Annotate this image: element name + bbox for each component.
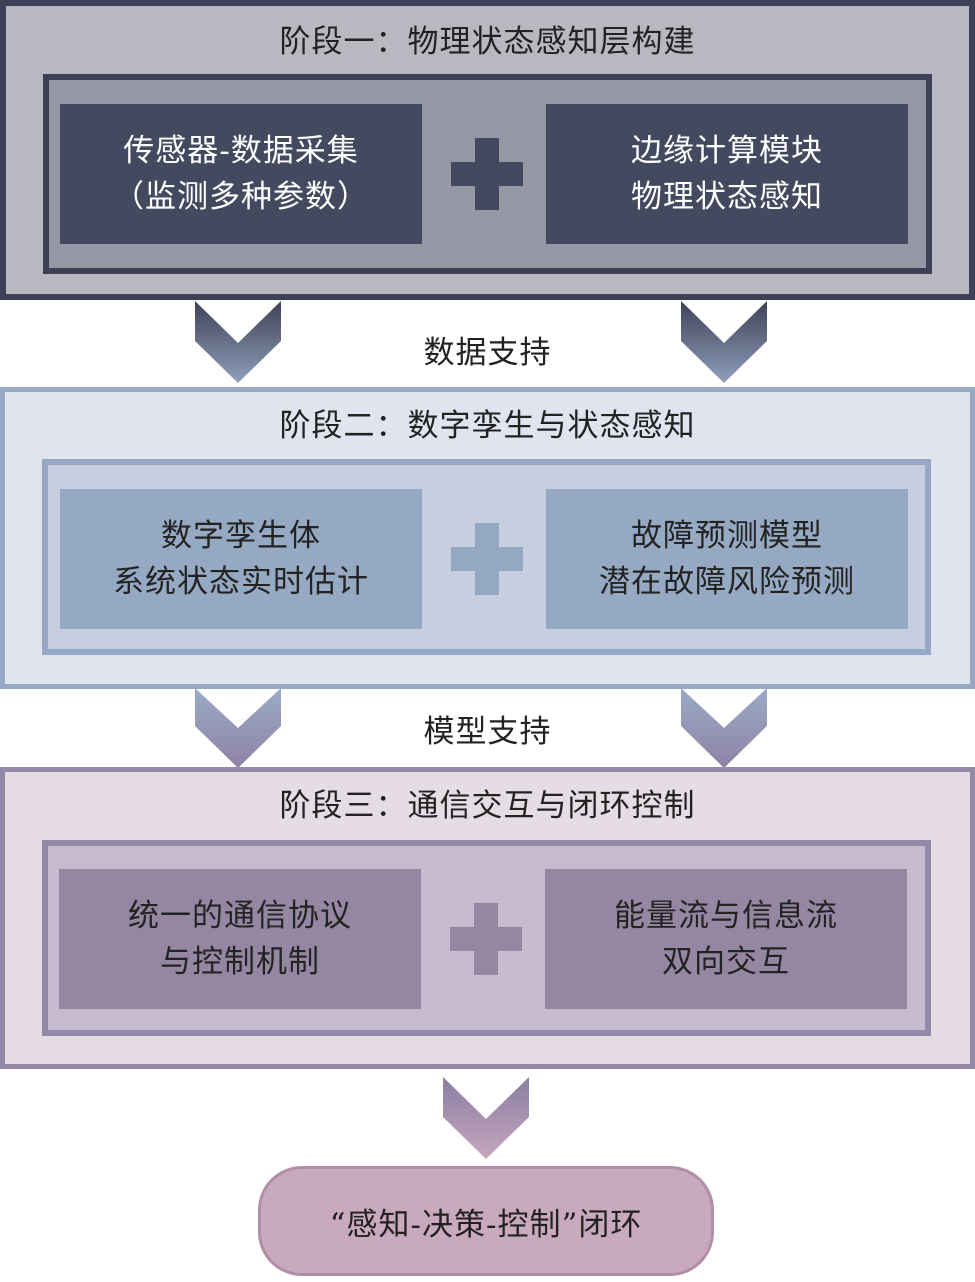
connector-label-data-support: 数据支持 (423, 335, 552, 371)
stage-2-left-line-1: 数字孪生体 (161, 518, 321, 554)
stage-1-right-box: 边缘计算模块 物理状态感知 (546, 104, 908, 244)
stage-3-right-line-1: 能量流与信息流 (614, 898, 838, 934)
stage-2-left-box: 数字孪生体 系统状态实时估计 (60, 489, 422, 629)
chevron-down-icon (195, 301, 281, 383)
stage-3-left-box: 统一的通信协议 与控制机制 (59, 869, 421, 1009)
chevron-down-icon (195, 688, 281, 768)
stage-3-left-line-2: 与控制机制 (160, 944, 320, 980)
stage-1-right-line-2: 物理状态感知 (631, 179, 823, 215)
stage-2-left-line-2: 系统状态实时估计 (113, 564, 369, 600)
closed-loop-result: “感知-决策-控制”闭环 (258, 1166, 714, 1276)
stage-1-panel: 阶段一：物理状态感知层构建 传感器-数据采集 （监测多种参数） 边缘计算模块 物… (0, 0, 975, 300)
stage-1-left-box: 传感器-数据采集 （监测多种参数） (60, 104, 422, 244)
stage-2-right-line-2: 潜在故障风险预测 (599, 564, 855, 600)
stage-2-inner-frame: 数字孪生体 系统状态实时估计 故障预测模型 潜在故障风险预测 (42, 459, 931, 655)
stage-1-left-line-1: 传感器-数据采集 (123, 133, 359, 169)
stage-1-inner-frame: 传感器-数据采集 （监测多种参数） 边缘计算模块 物理状态感知 (43, 74, 932, 274)
stage-3-left-line-1: 统一的通信协议 (128, 898, 352, 934)
stage-1-title: 阶段一：物理状态感知层构建 (279, 24, 696, 60)
chevron-down-icon (443, 1077, 529, 1159)
stage-3-title: 阶段三：通信交互与闭环控制 (279, 788, 696, 824)
stage-2-title: 阶段二：数字孪生与状态感知 (279, 408, 696, 444)
chevron-down-icon (681, 301, 767, 383)
plus-icon (451, 523, 523, 595)
connector-label-model-support: 模型支持 (423, 714, 552, 750)
chevron-down-icon (681, 688, 767, 768)
stage-2-right-line-1: 故障预测模型 (631, 518, 823, 554)
stage-3-right-line-2: 双向交互 (662, 944, 790, 980)
plus-icon (451, 138, 523, 210)
stage-2-right-box: 故障预测模型 潜在故障风险预测 (546, 489, 908, 629)
stage-3-panel: 阶段三：通信交互与闭环控制 统一的通信协议 与控制机制 能量流与信息流 双向交互 (0, 767, 975, 1069)
stage-2-panel: 阶段二：数字孪生与状态感知 数字孪生体 系统状态实时估计 故障预测模型 潜在故障… (0, 387, 975, 689)
stage-3-right-box: 能量流与信息流 双向交互 (545, 869, 907, 1009)
stage-1-left-line-2: （监测多种参数） (113, 179, 369, 215)
stage-3-inner-frame: 统一的通信协议 与控制机制 能量流与信息流 双向交互 (42, 840, 931, 1036)
stage-1-right-line-1: 边缘计算模块 (631, 133, 823, 169)
plus-icon (450, 903, 522, 975)
